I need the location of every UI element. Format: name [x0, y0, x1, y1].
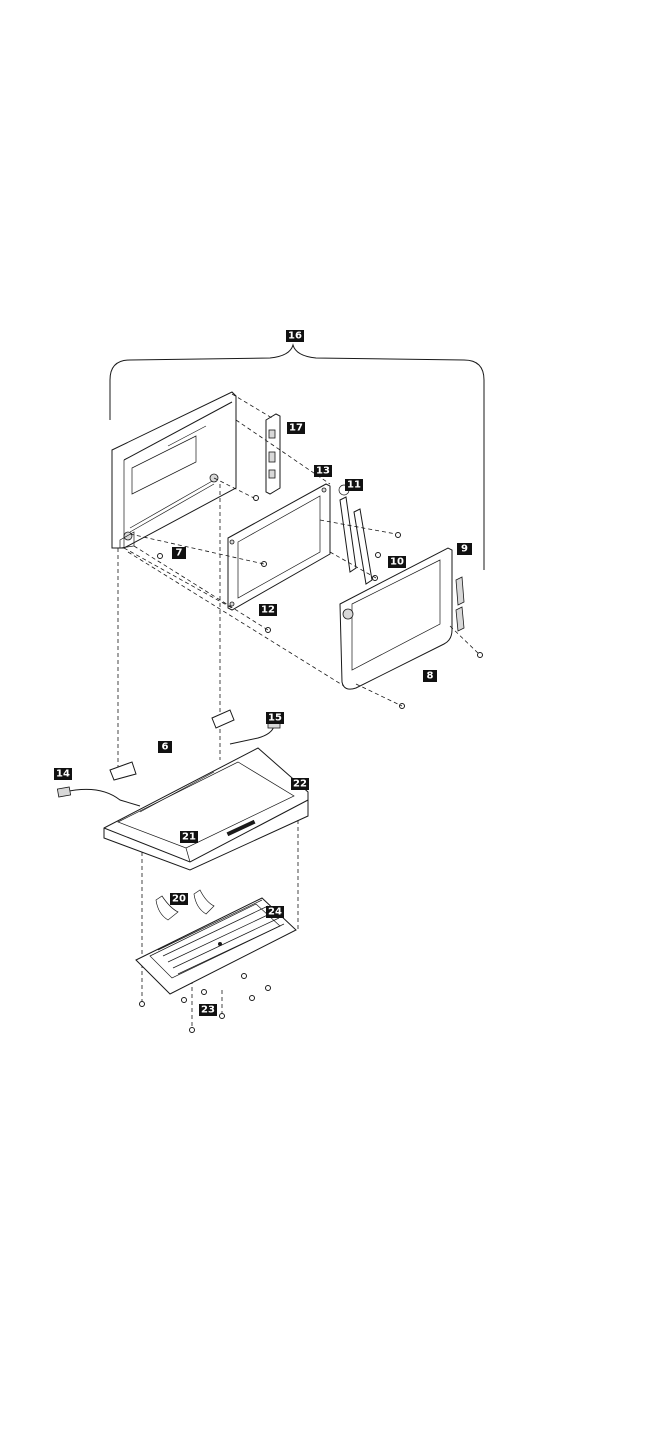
callout-13: 13 — [314, 465, 332, 477]
svg-text:7: 7 — [176, 548, 183, 559]
svg-text:14: 14 — [56, 769, 70, 780]
svg-text:16: 16 — [288, 331, 302, 342]
svg-text:22: 22 — [293, 779, 307, 790]
lcd-panel — [228, 484, 330, 610]
svg-text:12: 12 — [261, 605, 275, 616]
svg-text:17: 17 — [289, 423, 303, 434]
callout-14: 14 — [54, 768, 72, 780]
callout-6: 6 — [158, 741, 172, 753]
svg-text:11: 11 — [347, 480, 361, 491]
callout-12: 12 — [259, 604, 277, 616]
svg-text:23: 23 — [201, 1005, 215, 1016]
lcd-bracket — [339, 485, 372, 584]
svg-text:9: 9 — [461, 544, 468, 555]
svg-text:6: 6 — [162, 742, 169, 753]
lcd-front-bezel — [340, 548, 464, 689]
inverter-card — [266, 414, 280, 494]
svg-text:10: 10 — [390, 557, 404, 568]
callout-15: 15 — [266, 712, 284, 724]
callout-10: 10 — [388, 556, 406, 568]
top-case — [104, 748, 308, 870]
callout-7: 7 — [172, 547, 186, 559]
lcd-rear-cover — [112, 392, 236, 548]
svg-text:15: 15 — [268, 713, 282, 724]
callout-20: 20 — [170, 893, 188, 905]
svg-text:8: 8 — [427, 671, 434, 682]
callout-8: 8 — [423, 670, 437, 682]
callout-16: 16 — [286, 330, 304, 342]
callout-17: 17 — [287, 422, 305, 434]
callout-23: 23 — [199, 1004, 217, 1016]
svg-text:20: 20 — [172, 894, 186, 905]
callout-24: 24 — [266, 906, 284, 918]
callout-9: 9 — [457, 543, 472, 555]
callout-11: 11 — [345, 479, 363, 491]
svg-text:13: 13 — [316, 466, 330, 477]
svg-text:24: 24 — [268, 907, 282, 918]
callout-21: 21 — [180, 831, 198, 843]
callout-22: 22 — [291, 778, 309, 790]
svg-text:21: 21 — [182, 832, 196, 843]
